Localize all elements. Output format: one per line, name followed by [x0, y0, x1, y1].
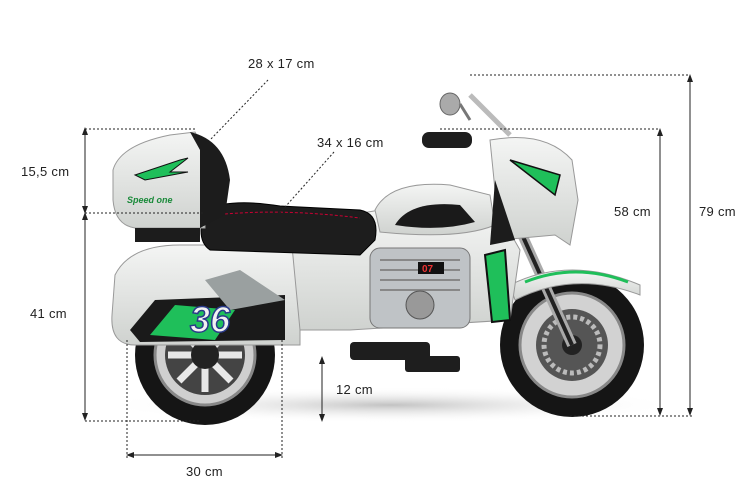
footboard — [350, 342, 430, 360]
handlebar — [422, 92, 512, 148]
engine-badge: 07 — [422, 264, 434, 275]
total-height-label: 79 cm — [699, 204, 736, 219]
dimension-lines — [82, 74, 693, 458]
top-case-height-label: 15,5 cm — [21, 164, 70, 179]
decal-number: 36 — [190, 299, 231, 340]
top-case: Speed one — [112, 131, 230, 242]
seat-size-label: 34 x 16 cm — [317, 135, 384, 150]
fairing — [489, 137, 579, 246]
top-case-size-label: 28 x 17 cm — [248, 56, 315, 71]
wheel-diameter-label: 30 cm — [186, 464, 223, 479]
seat — [200, 202, 377, 256]
trunk-text: Speed one — [127, 195, 173, 205]
seat-height-label: 41 cm — [30, 306, 67, 321]
ground-clearance-label: 12 cm — [336, 382, 373, 397]
handlebar-height-label: 58 cm — [614, 204, 651, 219]
engine: 07 — [369, 247, 471, 329]
